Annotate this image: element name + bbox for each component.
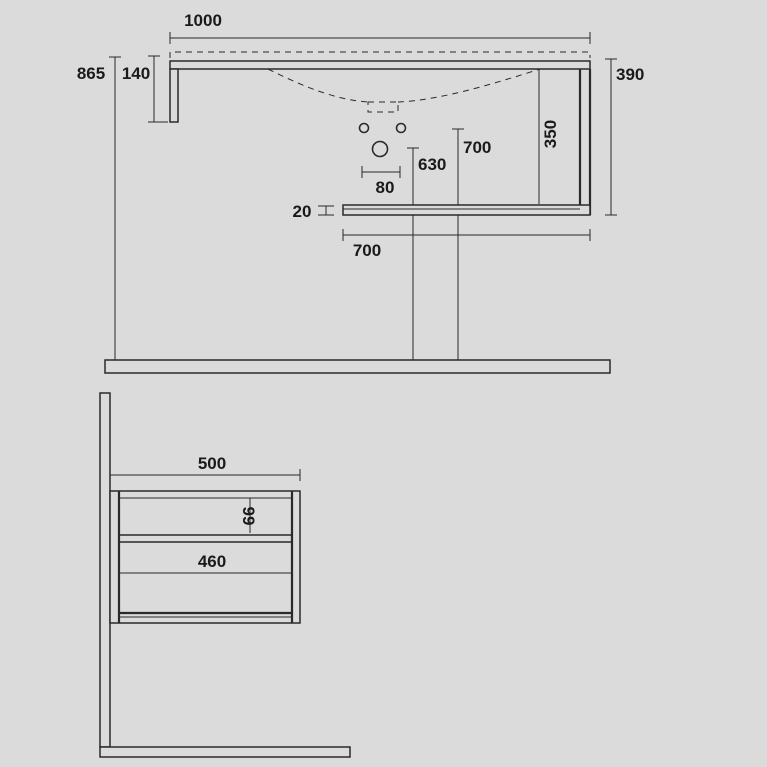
side-floor-plate (99, 746, 351, 758)
floor-plate (104, 359, 611, 374)
drain-hole (371, 140, 389, 158)
basin-bowl-outline (267, 68, 541, 103)
dim-label-drain-spacing: 80 (376, 178, 395, 197)
dim-drain-height: 630 (407, 147, 446, 360)
dim-cabinet-height: 390 (605, 58, 644, 216)
dim-label-height-total: 865 (77, 64, 105, 83)
dim-label-width-total: 1000 (184, 11, 222, 30)
dim-backsplash-height: 140 (122, 55, 168, 123)
basin-top-outline (169, 51, 591, 58)
dim-drawer-front: 99 (239, 498, 258, 533)
cabinet-right-frame (578, 69, 592, 215)
dim-depth-total: 500 (110, 454, 301, 481)
dim-label-drain-height: 630 (418, 155, 446, 174)
wall-panel (99, 392, 111, 748)
dim-label-drawer-front: 99 (239, 507, 258, 526)
dim-label-shelf-thickness: 20 (293, 202, 312, 221)
dim-height-total: 865 (77, 56, 121, 360)
counter-slab (169, 60, 591, 70)
left-hanging-panel (169, 68, 179, 123)
dim-label-backsplash-height: 140 (122, 64, 150, 83)
side-cabinet-outer (109, 490, 301, 624)
dim-shelf-width: 700 (342, 229, 591, 260)
dim-label-shelf-width: 700 (353, 241, 381, 260)
dim-label-drawer-depth: 460 (198, 552, 226, 571)
dim-tap-height: 700 (452, 128, 491, 360)
bottom-shelf (342, 204, 591, 216)
dim-label-tap-height: 700 (463, 138, 491, 157)
front-view: 1000 80 630 700 (77, 11, 644, 374)
dim-width-total: 1000 (169, 11, 591, 44)
dim-label-cabinet-height: 390 (616, 65, 644, 84)
dim-label-drawer-height: 350 (541, 120, 560, 148)
side-view: 500 99 460 (99, 392, 351, 758)
tap-hole-left (358, 122, 370, 134)
dim-drawer-depth: 460 (119, 552, 292, 574)
tap-hole-right (395, 122, 407, 134)
dim-drain-spacing: 80 (361, 166, 401, 197)
dim-shelf-thickness: 20 (293, 202, 334, 221)
dim-label-depth-total: 500 (198, 454, 226, 473)
drain-outlet-outline (367, 101, 399, 113)
dim-drawer-height: 350 (538, 69, 560, 204)
